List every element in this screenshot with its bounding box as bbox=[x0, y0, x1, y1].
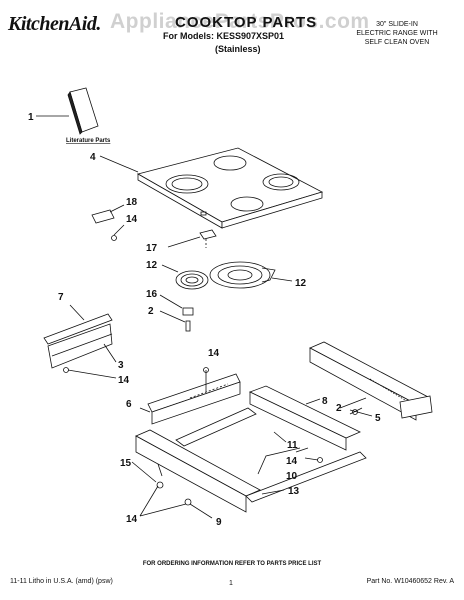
spec-block: 30" SLIDE-IN ELECTRIC RANGE WITH SELF CL… bbox=[342, 20, 452, 47]
callout-18: 18 bbox=[126, 197, 138, 208]
callout-5: 5 bbox=[375, 413, 381, 424]
callout-10: 10 bbox=[286, 471, 298, 482]
center-channel-part bbox=[175, 385, 361, 451]
callout-2: 2 bbox=[148, 306, 154, 317]
callout-17: 17 bbox=[146, 243, 158, 254]
callout-12b: 12 bbox=[295, 278, 307, 289]
part-number: Part No. W10460652 Rev. A bbox=[366, 578, 454, 585]
callout-3: 3 bbox=[118, 360, 124, 371]
callout-14: 14 bbox=[126, 214, 138, 225]
page-title: COOKTOP PARTS bbox=[175, 14, 318, 31]
dual-element-part bbox=[209, 261, 293, 289]
callout-15: 15 bbox=[120, 458, 132, 469]
literature-label: Literature Parts bbox=[66, 138, 111, 144]
page-number: 1 bbox=[229, 580, 233, 587]
callout-11: 11 bbox=[287, 440, 298, 451]
literature-book-part bbox=[36, 87, 99, 135]
callout-8: 8 bbox=[322, 396, 328, 407]
callout-6: 6 bbox=[126, 399, 132, 410]
callout-14f: 14 bbox=[126, 514, 138, 525]
cooktop-glass-part bbox=[99, 147, 324, 229]
callout-14d: 14 bbox=[208, 348, 220, 359]
callout-14e: 14 bbox=[286, 456, 298, 467]
callout-16: 16 bbox=[146, 289, 158, 300]
terminal-block-part bbox=[159, 294, 194, 332]
screw-part bbox=[304, 407, 363, 463]
model-line: For Models: KESS907XSP01 bbox=[163, 31, 285, 41]
side-rail-part bbox=[43, 304, 117, 379]
callout-4: 4 bbox=[90, 152, 96, 163]
front-frame-part bbox=[139, 367, 241, 425]
base-frame-part bbox=[131, 429, 367, 519]
spec-line: SELF CLEAN OVEN bbox=[364, 39, 430, 46]
spec-line: ELECTRIC RANGE WITH bbox=[356, 30, 438, 37]
callout-13: 13 bbox=[288, 486, 300, 497]
callout-7: 7 bbox=[58, 292, 64, 303]
brand-logo: KitchenAid. bbox=[8, 13, 101, 35]
surface-element-part bbox=[161, 264, 209, 290]
callout-12: 12 bbox=[146, 260, 158, 271]
bracket-part bbox=[91, 204, 125, 241]
watermark: AppliancePartsPros.com bbox=[110, 10, 370, 33]
callout-1: 1 bbox=[28, 112, 34, 123]
switch-part bbox=[167, 229, 217, 248]
litho-info: 11-11 Litho in U.S.A. (amd) (psw) bbox=[10, 578, 113, 585]
finish-line: (Stainless) bbox=[215, 44, 261, 54]
ordering-note: FOR ORDERING INFORMATION REFER TO PARTS … bbox=[142, 561, 322, 567]
callout-14c: 14 bbox=[118, 375, 130, 386]
rear-rail-part bbox=[309, 341, 433, 421]
spec-line: 30" SLIDE-IN bbox=[376, 21, 418, 28]
callout-2b: 2 bbox=[336, 403, 342, 414]
callout-9: 9 bbox=[216, 517, 222, 528]
